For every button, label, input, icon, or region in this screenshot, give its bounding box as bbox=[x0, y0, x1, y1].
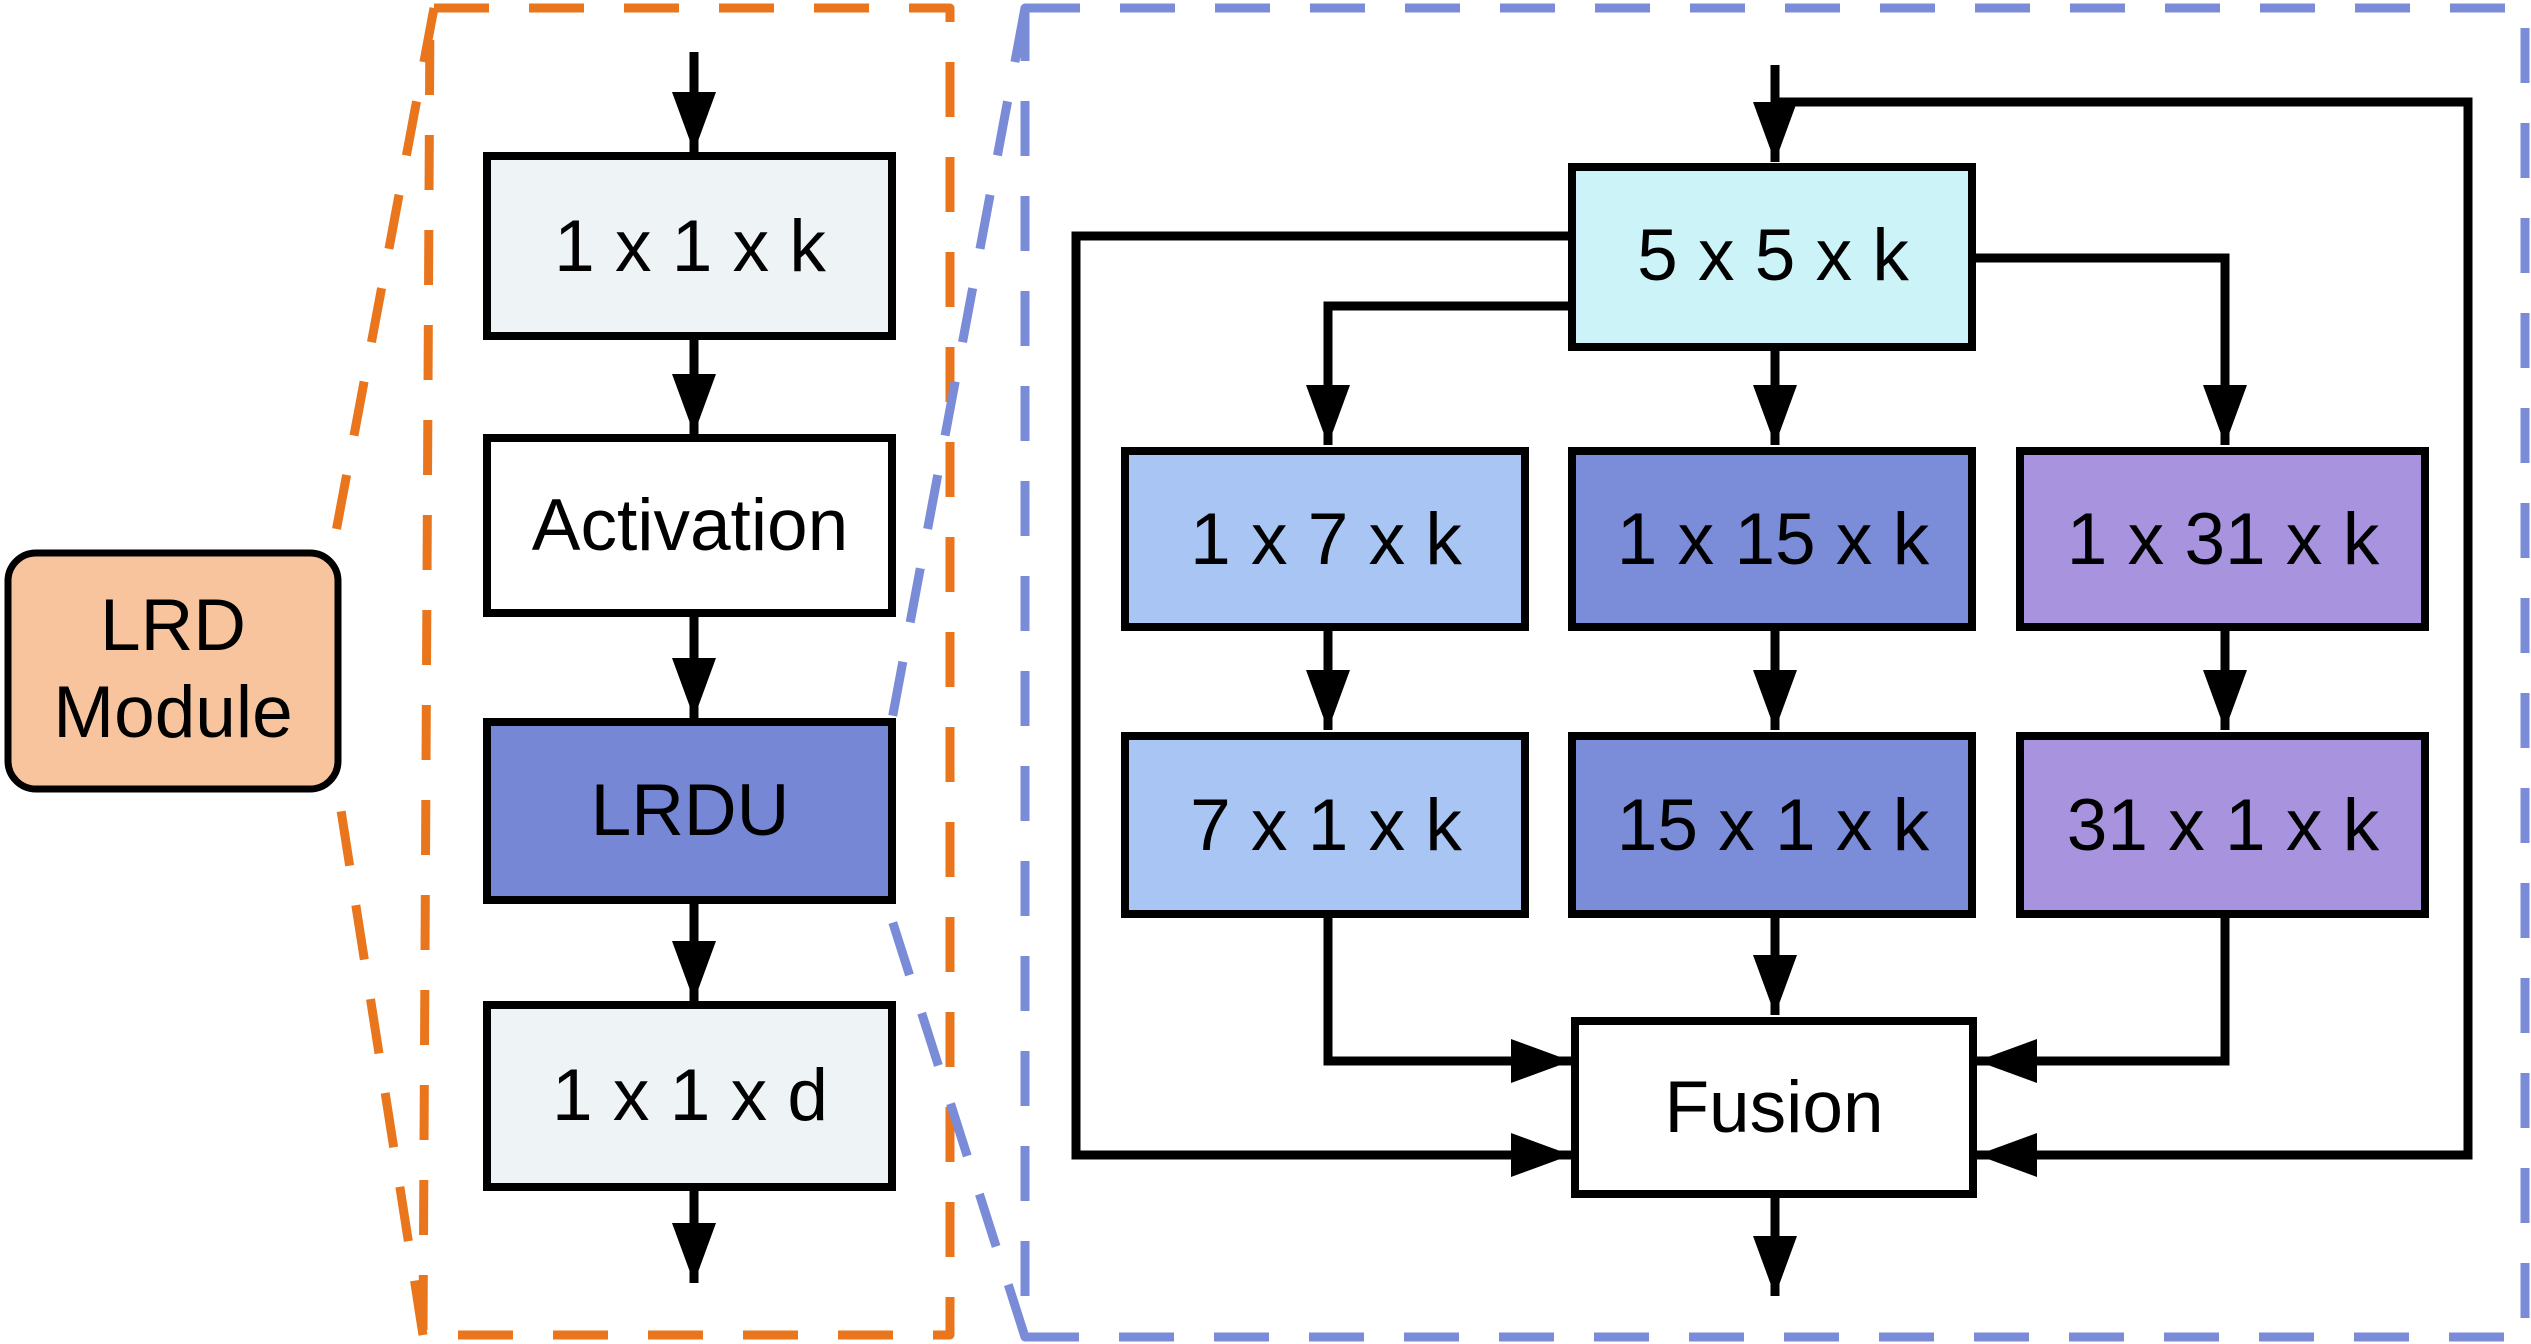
residual-input-branch bbox=[1775, 97, 2473, 1177]
branch-31-horizontal-box: 1 x 31 x k bbox=[2016, 447, 2429, 631]
branch-15-vertical-label: 15 x 1 x k bbox=[1617, 785, 1930, 866]
branch-7-input bbox=[1306, 301, 1568, 445]
branch-15-horizontal-label: 1 x 15 x k bbox=[1617, 499, 1930, 580]
depthwise-skip-branch bbox=[1071, 231, 1571, 1177]
branch-15-horizontal-box: 1 x 15 x k bbox=[1568, 447, 1976, 631]
branch-31-input bbox=[1976, 253, 2247, 445]
conv-in-box: 1 x 1 x k bbox=[483, 152, 896, 340]
branch-7-horizontal-label: 1 x 7 x k bbox=[1190, 499, 1462, 580]
fusion-box: Fusion bbox=[1571, 1017, 1977, 1198]
conv-out-box: 1 x 1 x d bbox=[483, 1001, 896, 1191]
branch-31-vertical-box: 31 x 1 x k bbox=[2016, 732, 2429, 918]
blue-detail-frame bbox=[886, 3, 2530, 1342]
module-label-line2: Module bbox=[53, 672, 292, 753]
lrd-module-box: LRD Module bbox=[4, 549, 342, 793]
branch-7-vertical-label: 7 x 1 x k bbox=[1190, 785, 1462, 866]
fusion-label: Fusion bbox=[1664, 1067, 1883, 1148]
branch-7-vertical-box: 7 x 1 x k bbox=[1121, 732, 1529, 918]
conv-out-label: 1 x 1 x d bbox=[552, 1055, 828, 1136]
module-label-line1: LRD bbox=[100, 585, 246, 666]
activation-label: Activation bbox=[532, 485, 849, 566]
branch-7-to-fusion bbox=[1323, 918, 1571, 1083]
branch-31-vertical-label: 31 x 1 x k bbox=[2067, 785, 2380, 866]
branch-31-horizontal-label: 1 x 31 x k bbox=[2067, 499, 2380, 580]
branch-7-horizontal-box: 1 x 7 x k bbox=[1121, 447, 1529, 631]
activation-box: Activation bbox=[483, 434, 896, 617]
lrdu-connectors bbox=[1071, 65, 2473, 1296]
branch-31-to-fusion bbox=[1977, 918, 2230, 1083]
lrdu-label: LRDU bbox=[591, 770, 790, 851]
lrdu-box: LRDU bbox=[483, 718, 896, 904]
module-flow: 1 x 1 x k Activation LRDU 1 x 1 x d bbox=[483, 52, 896, 1283]
depthwise-label: 5 x 5 x k bbox=[1637, 215, 1909, 296]
orange-detail-frame bbox=[327, 3, 955, 1340]
branch-15-vertical-box: 15 x 1 x k bbox=[1568, 732, 1976, 918]
conv-in-label: 1 x 1 x k bbox=[554, 206, 826, 287]
depthwise-box: 5 x 5 x k bbox=[1568, 163, 1976, 351]
